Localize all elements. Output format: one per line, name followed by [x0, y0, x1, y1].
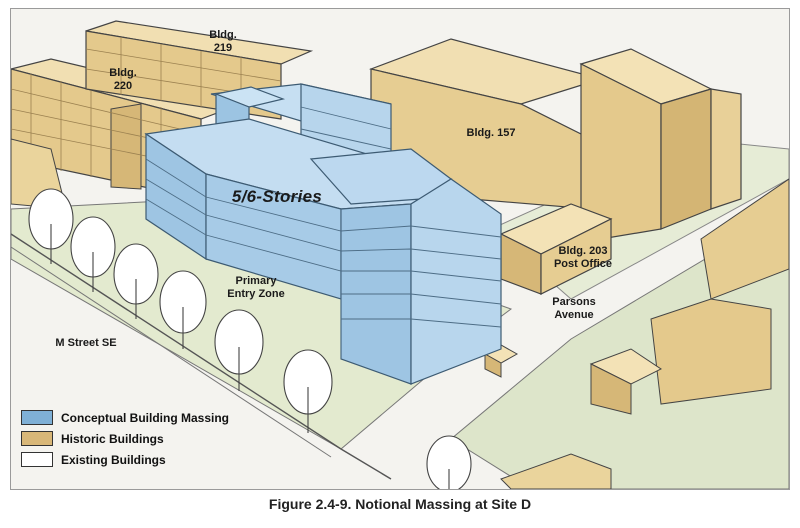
bldg-157-tower-front	[580, 63, 662, 240]
label-bldg-157: Bldg. 157	[466, 127, 516, 139]
legend-swatch-massing	[21, 410, 53, 425]
curb-line-2	[11, 246, 332, 458]
right-row-1	[700, 178, 789, 300]
legend-swatch-existing	[21, 452, 53, 467]
right-row-2	[650, 298, 772, 405]
label-parsons-avenue: Parsons Avenue	[552, 296, 596, 321]
tree	[214, 309, 264, 391]
tree	[113, 243, 159, 319]
label-bldg-219: Bldg. 219	[209, 29, 237, 54]
label-stories: 5/6-Stories	[231, 187, 323, 206]
street-trees	[28, 188, 472, 489]
legend-item: Historic Buildings	[21, 428, 261, 449]
legend-label: Conceptual Building Massing	[61, 410, 230, 425]
label-bldg-220: Bldg. 220	[109, 67, 137, 92]
site-sketch	[11, 20, 789, 489]
curb-line	[11, 233, 392, 480]
label-bldg-203: Bldg. 203 Post Office	[553, 245, 613, 270]
massing-end-face	[410, 178, 502, 385]
tree	[283, 349, 333, 433]
bldg-203-side	[540, 218, 612, 295]
tree	[159, 270, 207, 349]
figure-caption: Figure 2.4-9. Notional Massing at Site D	[268, 496, 532, 512]
legend-swatch-historic	[21, 431, 53, 446]
legend: Conceptual Building Massing Historic Bui…	[21, 407, 261, 470]
legend-item: Conceptual Building Massing	[21, 407, 261, 428]
bldg-220-end	[110, 103, 142, 190]
tree	[28, 188, 74, 264]
right-row-3-front	[590, 363, 632, 415]
site-massing-diagram: Bldg. 219 Bldg. 220 Bldg. 157 5/6-Storie…	[10, 8, 790, 490]
bldg-157-tower-side	[660, 88, 712, 230]
kiosk-front	[484, 353, 502, 378]
bldg-157-annex	[710, 88, 742, 210]
legend-label: Existing Buildings	[61, 452, 166, 467]
label-entry-zone: Primary Entry Zone	[227, 275, 285, 300]
tree	[426, 435, 472, 489]
tree	[70, 216, 116, 292]
bottom-right-building	[500, 453, 612, 489]
label-m-street: M Street SE	[55, 337, 117, 349]
legend-label: Historic Buildings	[61, 431, 164, 446]
legend-item: Existing Buildings	[21, 449, 261, 470]
